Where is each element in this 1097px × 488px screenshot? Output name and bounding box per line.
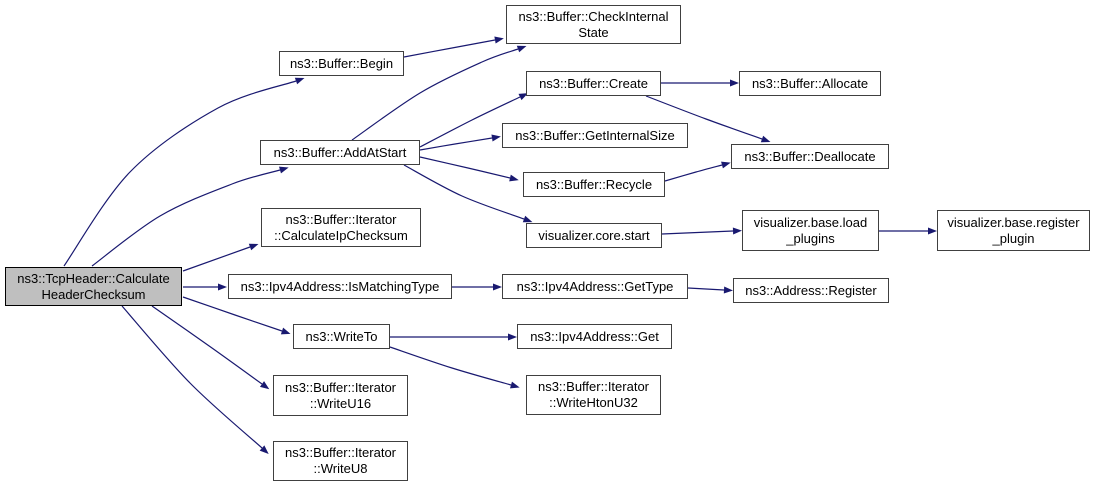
edge-add-at-start-to-check-internal-state (351, 48, 519, 141)
node-label: visualizer.base.load (753, 214, 868, 230)
node-label: ns3::Buffer::Create (539, 75, 648, 91)
node-address-register[interactable]: ns3::Address::Register (733, 278, 889, 303)
arrowhead-buffer-create-to-buffer-deallocate (760, 135, 771, 143)
node-label: ns3::Buffer::Allocate (751, 75, 869, 91)
arrowhead-calculate-header-checksum-to-buffer-begin (294, 77, 305, 85)
node-label: ns3::Buffer::Deallocate (744, 148, 876, 164)
node-buffer-deallocate[interactable]: ns3::Buffer::Deallocate (731, 144, 889, 169)
node-label: ns3::Buffer::Iterator (284, 379, 397, 395)
edge-calculate-header-checksum-to-write-u16 (151, 305, 263, 385)
arrowhead-add-at-start-to-buffer-create (518, 93, 529, 101)
arrowhead-calculate-header-checksum-to-write-u8 (259, 445, 269, 455)
arrowhead-calculate-header-checksum-to-is-matching-type (218, 283, 227, 291)
node-label: visualizer.base.register (947, 214, 1080, 230)
arrowhead-visualizer-load-plugins-to-visualizer-register-plugin (928, 227, 937, 235)
node-buffer-allocate[interactable]: ns3::Buffer::Allocate (739, 71, 881, 96)
arrowhead-calculate-header-checksum-to-add-at-start (279, 166, 289, 174)
edge-visualizer-core-start-to-visualizer-load-plugins (661, 230, 734, 235)
node-label: ns3::Buffer::Iterator (537, 379, 650, 394)
node-write-u16[interactable]: ns3::Buffer::Iterator::WriteU16 (273, 375, 408, 416)
arrowhead-add-at-start-to-buffer-recycle (509, 174, 519, 182)
node-write-to[interactable]: ns3::WriteTo (293, 324, 390, 349)
node-label: _plugin (992, 230, 1035, 246)
edge-calculate-header-checksum-to-add-at-start (91, 169, 281, 267)
arrowhead-add-at-start-to-visualizer-core-start (522, 215, 533, 223)
node-label: visualizer.core.start (538, 227, 650, 243)
node-add-at-start[interactable]: ns3::Buffer::AddAtStart (260, 140, 420, 165)
arrowhead-add-at-start-to-get-internal-size (491, 134, 501, 142)
edge-calculate-header-checksum-to-calculate-ip-checksum (182, 246, 251, 272)
arrowhead-buffer-recycle-to-buffer-deallocate (721, 161, 731, 169)
edge-calculate-header-checksum-to-write-to (182, 296, 283, 332)
node-label: ns3::Buffer::GetInternalSize (515, 127, 675, 143)
node-label: ns3::Buffer::Iterator (284, 445, 397, 460)
node-label: ::WriteU8 (313, 461, 368, 476)
node-label: ns3::Buffer::Begin (289, 55, 394, 71)
arrowhead-buffer-begin-to-check-internal-state (494, 36, 504, 44)
arrowhead-write-to-to-ipv4-get (508, 333, 517, 341)
node-get-internal-size[interactable]: ns3::Buffer::GetInternalSize (502, 123, 688, 148)
node-buffer-begin[interactable]: ns3::Buffer::Begin (279, 51, 404, 76)
node-label: ::WriteHtonU32 (549, 395, 638, 410)
node-label: ns3::Ipv4Address::Get (530, 328, 659, 344)
node-label: _plugins (786, 230, 835, 246)
arrowhead-calculate-header-checksum-to-calculate-ip-checksum (248, 243, 259, 251)
edge-calculate-header-checksum-to-buffer-begin (63, 80, 297, 267)
edge-write-to-to-write-hton-u32 (389, 346, 512, 386)
edge-add-at-start-to-visualizer-core-start (403, 164, 525, 220)
arrowhead-visualizer-core-start-to-visualizer-load-plugins (732, 227, 742, 235)
arrowhead-buffer-create-to-buffer-allocate (730, 79, 739, 87)
node-write-hton-u32[interactable]: ns3::Buffer::Iterator::WriteHtonU32 (526, 375, 661, 415)
edge-buffer-begin-to-check-internal-state (403, 39, 496, 58)
node-buffer-recycle[interactable]: ns3::Buffer::Recycle (523, 172, 665, 197)
edge-buffer-create-to-buffer-deallocate (645, 95, 763, 140)
node-label: ns3::Buffer::CheckInternal (518, 8, 669, 24)
node-label: ::CalculateIpChecksum (274, 227, 408, 243)
arrowhead-calculate-header-checksum-to-write-u16 (259, 381, 270, 390)
node-label: ns3::Buffer::AddAtStart (273, 144, 407, 160)
node-label: State (578, 24, 609, 40)
node-ipv4-get-type[interactable]: ns3::Ipv4Address::GetType (502, 274, 688, 299)
arrowhead-is-matching-type-to-ipv4-get-type (493, 283, 502, 291)
node-label: HeaderChecksum (41, 286, 146, 302)
node-calculate-ip-checksum[interactable]: ns3::Buffer::Iterator::CalculateIpChecks… (261, 208, 421, 247)
edge-buffer-recycle-to-buffer-deallocate (664, 164, 723, 182)
node-label: ::WriteU16 (309, 395, 372, 411)
node-label: ns3::Buffer::Recycle (535, 176, 653, 192)
node-write-u8[interactable]: ns3::Buffer::Iterator::WriteU8 (273, 441, 408, 481)
arrowhead-write-to-to-write-hton-u32 (510, 381, 520, 389)
edge-add-at-start-to-buffer-create (419, 96, 521, 148)
arrowhead-ipv4-get-type-to-address-register (723, 286, 733, 294)
node-label: ns3::TcpHeader::Calculate (17, 270, 170, 286)
node-buffer-create[interactable]: ns3::Buffer::Create (526, 71, 661, 96)
node-visualizer-register-plugin[interactable]: visualizer.base.register_plugin (937, 210, 1090, 251)
node-label: ns3::Address::Register (745, 282, 877, 298)
edge-add-at-start-to-buffer-recycle (419, 156, 511, 179)
edge-ipv4-get-type-to-address-register (687, 287, 725, 291)
arrowhead-calculate-header-checksum-to-write-to (280, 327, 291, 335)
node-label: ns3::Buffer::Iterator (285, 211, 397, 227)
node-label: ns3::WriteTo (305, 328, 378, 344)
node-is-matching-type[interactable]: ns3::Ipv4Address::IsMatchingType (228, 274, 452, 299)
node-visualizer-load-plugins[interactable]: visualizer.base.load_plugins (742, 210, 879, 251)
node-ipv4-get[interactable]: ns3::Ipv4Address::Get (517, 324, 672, 349)
edge-add-at-start-to-get-internal-size (419, 137, 493, 151)
node-label: ns3::Ipv4Address::IsMatchingType (240, 278, 440, 294)
node-visualizer-core-start[interactable]: visualizer.core.start (526, 223, 662, 248)
edge-calculate-header-checksum-to-write-u8 (121, 305, 263, 449)
node-label: ns3::Ipv4Address::GetType (516, 278, 674, 294)
arrowhead-add-at-start-to-check-internal-state (516, 45, 527, 53)
